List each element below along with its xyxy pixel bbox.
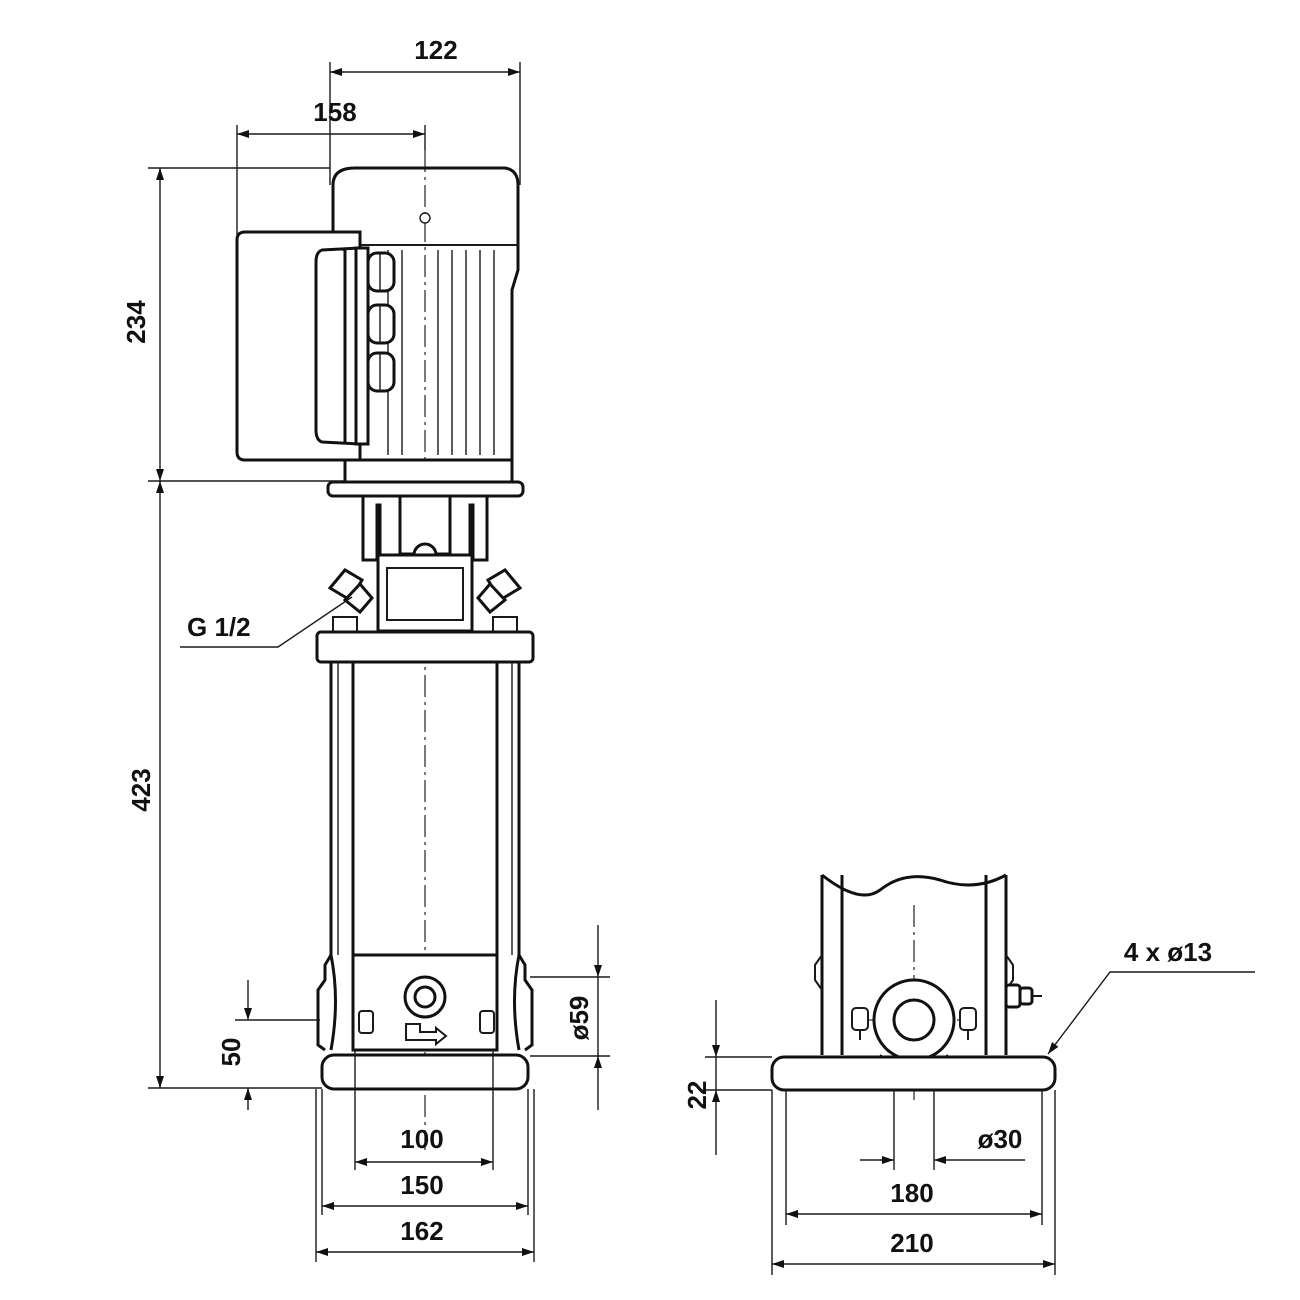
vent-plug-icon: [1004, 983, 1042, 1009]
vent-plug-icon: [327, 568, 374, 615]
label-g-half: G 1/2: [187, 612, 251, 642]
dim-158: 158: [313, 97, 356, 127]
flow-direction-icon: [405, 1023, 448, 1047]
cable-gland-icon: [366, 251, 396, 293]
pump-side-view: [235, 150, 535, 1150]
right-dimensions: 22 ø30 180 210 4 x ø13: [682, 937, 1255, 1275]
pump-head-plate: [315, 630, 535, 664]
drain-plug-icon: [851, 1007, 869, 1040]
base-plate: [770, 1055, 1057, 1092]
coupling-bracket: [327, 494, 523, 633]
dim-22: 22: [682, 1081, 712, 1110]
motor: [326, 166, 525, 498]
dim-100: 100: [400, 1124, 443, 1154]
terminal-box: [235, 230, 396, 462]
dim-30: ø30: [978, 1124, 1023, 1154]
left-dimensions: 122 158 234 423 G 1/2 50 ø59 1: [121, 35, 610, 1262]
pump-base: [316, 953, 534, 1091]
dim-210: 210: [890, 1228, 933, 1258]
dim-59: ø59: [564, 996, 594, 1041]
cable-gland-icon: [366, 351, 396, 393]
dim-50: 50: [216, 1038, 246, 1067]
dim-162: 162: [400, 1216, 443, 1246]
vent-plug-icon: [476, 568, 523, 615]
pump-sleeve: [329, 662, 521, 955]
dim-423: 423: [126, 768, 156, 811]
cable-gland-icon: [366, 303, 396, 345]
label-mount-holes: 4 x ø13: [1124, 937, 1212, 967]
dim-150: 150: [400, 1170, 443, 1200]
dim-180: 180: [890, 1178, 933, 1208]
dim-234: 234: [121, 300, 151, 344]
dim-122: 122: [414, 35, 457, 65]
drain-plug-icon: [959, 1007, 977, 1040]
pump-base-front-view: [770, 873, 1057, 1100]
